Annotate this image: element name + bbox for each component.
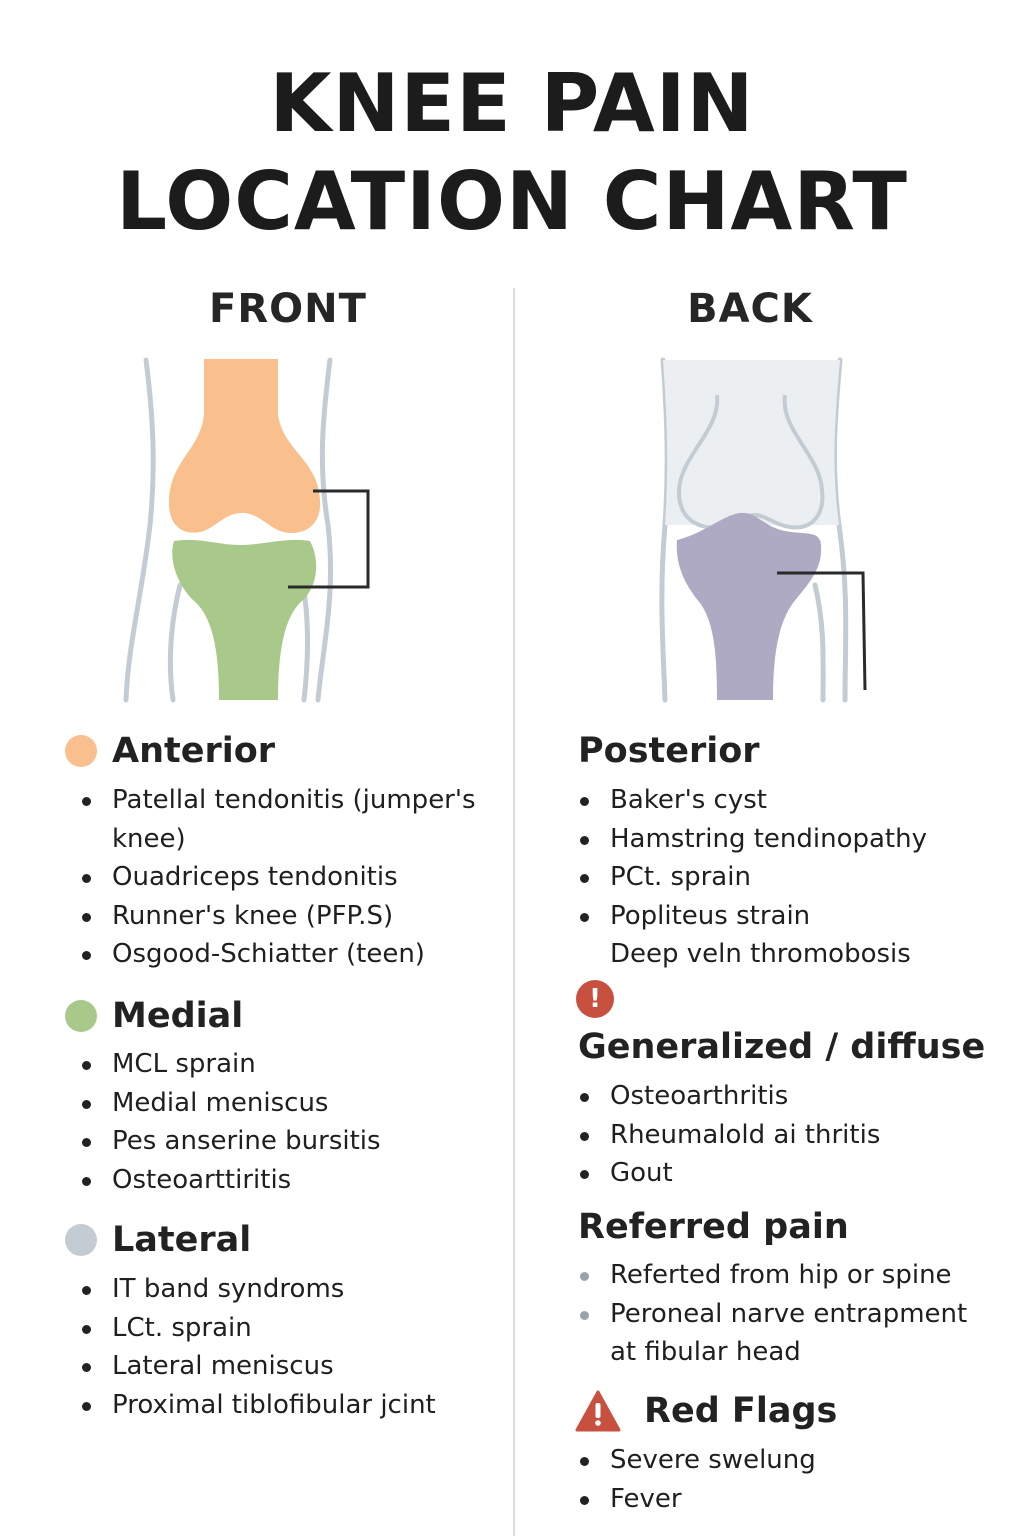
list-item: Osteoarttiritis	[82, 1161, 381, 1200]
anterior-list: Patellal tendonitis (jumper's knee) Ouad…	[82, 781, 476, 974]
front-callout-bracket	[288, 489, 370, 589]
medial-color-dot	[65, 1000, 97, 1032]
page-title-line-1: KNEE PAIN	[269, 57, 755, 150]
list-item: Osgood-Schiatter (teen)	[82, 935, 476, 974]
back-femur-condyles	[676, 394, 825, 530]
list-item: Proximal tiblofibular jcint	[82, 1386, 436, 1425]
list-item: Hamstring tendinopathy	[580, 820, 927, 859]
list-item: knee)	[112, 823, 186, 854]
redflags-heading: Red Flags	[644, 1391, 838, 1431]
list-item: Severe swelung	[580, 1441, 816, 1480]
generalized-list: Osteoarthritis Rheumalold ai thritis Gou…	[580, 1077, 880, 1193]
back-callout-bracket	[777, 571, 867, 691]
generalized-heading: Generalized / diffuse	[578, 1027, 986, 1067]
front-knee-diagram	[123, 357, 370, 703]
list-item: Osteoarthritis	[580, 1077, 880, 1116]
list-item: Rheumalold ai thritis	[580, 1116, 880, 1155]
posterior-heading: Posterior	[578, 731, 760, 771]
list-item: Lateral meniscus	[82, 1347, 436, 1386]
list-item: Gout	[580, 1154, 880, 1193]
column-divider	[513, 288, 515, 1536]
list-item: Ouadriceps tendonitis	[82, 858, 476, 897]
front-fibula-right	[300, 582, 311, 703]
anterior-heading: Anterior	[112, 731, 276, 771]
lateral-list: IT band syndroms LCt. sprain Lateral men…	[82, 1270, 436, 1424]
referred-heading: Referred pain	[578, 1207, 849, 1247]
list-item: MCL sprain	[82, 1045, 381, 1084]
front-left-outline	[123, 357, 156, 703]
back-tibia	[676, 512, 822, 700]
back-left-outline	[659, 357, 670, 703]
lateral-heading: Lateral	[112, 1220, 252, 1260]
list-item: LCt. sprain	[82, 1309, 436, 1348]
back-right-outline	[831, 357, 849, 703]
list-item: Baker's cyst	[580, 781, 927, 820]
anterior-color-dot	[65, 735, 97, 767]
posterior-list: Baker's cyst Hamstring tendinopathy PCt.…	[580, 781, 927, 974]
back-fibula	[812, 582, 826, 703]
list-item: Referted from hip or spine	[580, 1256, 967, 1295]
warning-triangle-icon	[575, 1390, 621, 1432]
list-item: at fibular head	[610, 1337, 801, 1367]
front-femur	[168, 359, 321, 533]
list-item: Deep veln thromobosis	[610, 939, 911, 969]
back-knee-diagram	[659, 357, 867, 703]
front-right-outline	[315, 357, 334, 703]
redflags-list: Severe swelung Fever	[580, 1441, 816, 1518]
back-heading: BACK	[687, 286, 813, 332]
list-item: PCt. sprain	[580, 858, 927, 897]
list-item: Medial meniscus	[82, 1084, 381, 1123]
page-title-line-2: LOCATION CHART	[116, 155, 908, 248]
alert-circle-icon: !	[576, 980, 614, 1018]
front-heading: FRONT	[209, 286, 367, 332]
medial-heading: Medial	[112, 996, 244, 1036]
list-item: Runner's knee (PFP.S)	[82, 897, 476, 936]
list-item: Pes anserine bursitis	[82, 1122, 381, 1161]
referred-list: Referted from hip or spine Peroneal narv…	[580, 1256, 967, 1372]
front-fibula-left	[167, 582, 183, 703]
list-item: Popliteus strain	[580, 897, 927, 936]
front-tibia	[172, 539, 317, 700]
medial-list: MCL sprain Medial meniscus Pes anserine …	[82, 1045, 381, 1199]
list-item: Peroneal narve entrapment	[580, 1295, 967, 1334]
list-item: Fever	[580, 1480, 816, 1519]
list-item: IT band syndroms	[82, 1270, 436, 1309]
lateral-color-dot	[65, 1224, 97, 1256]
list-item: Patellal tendonitis (jumper's	[82, 781, 476, 820]
